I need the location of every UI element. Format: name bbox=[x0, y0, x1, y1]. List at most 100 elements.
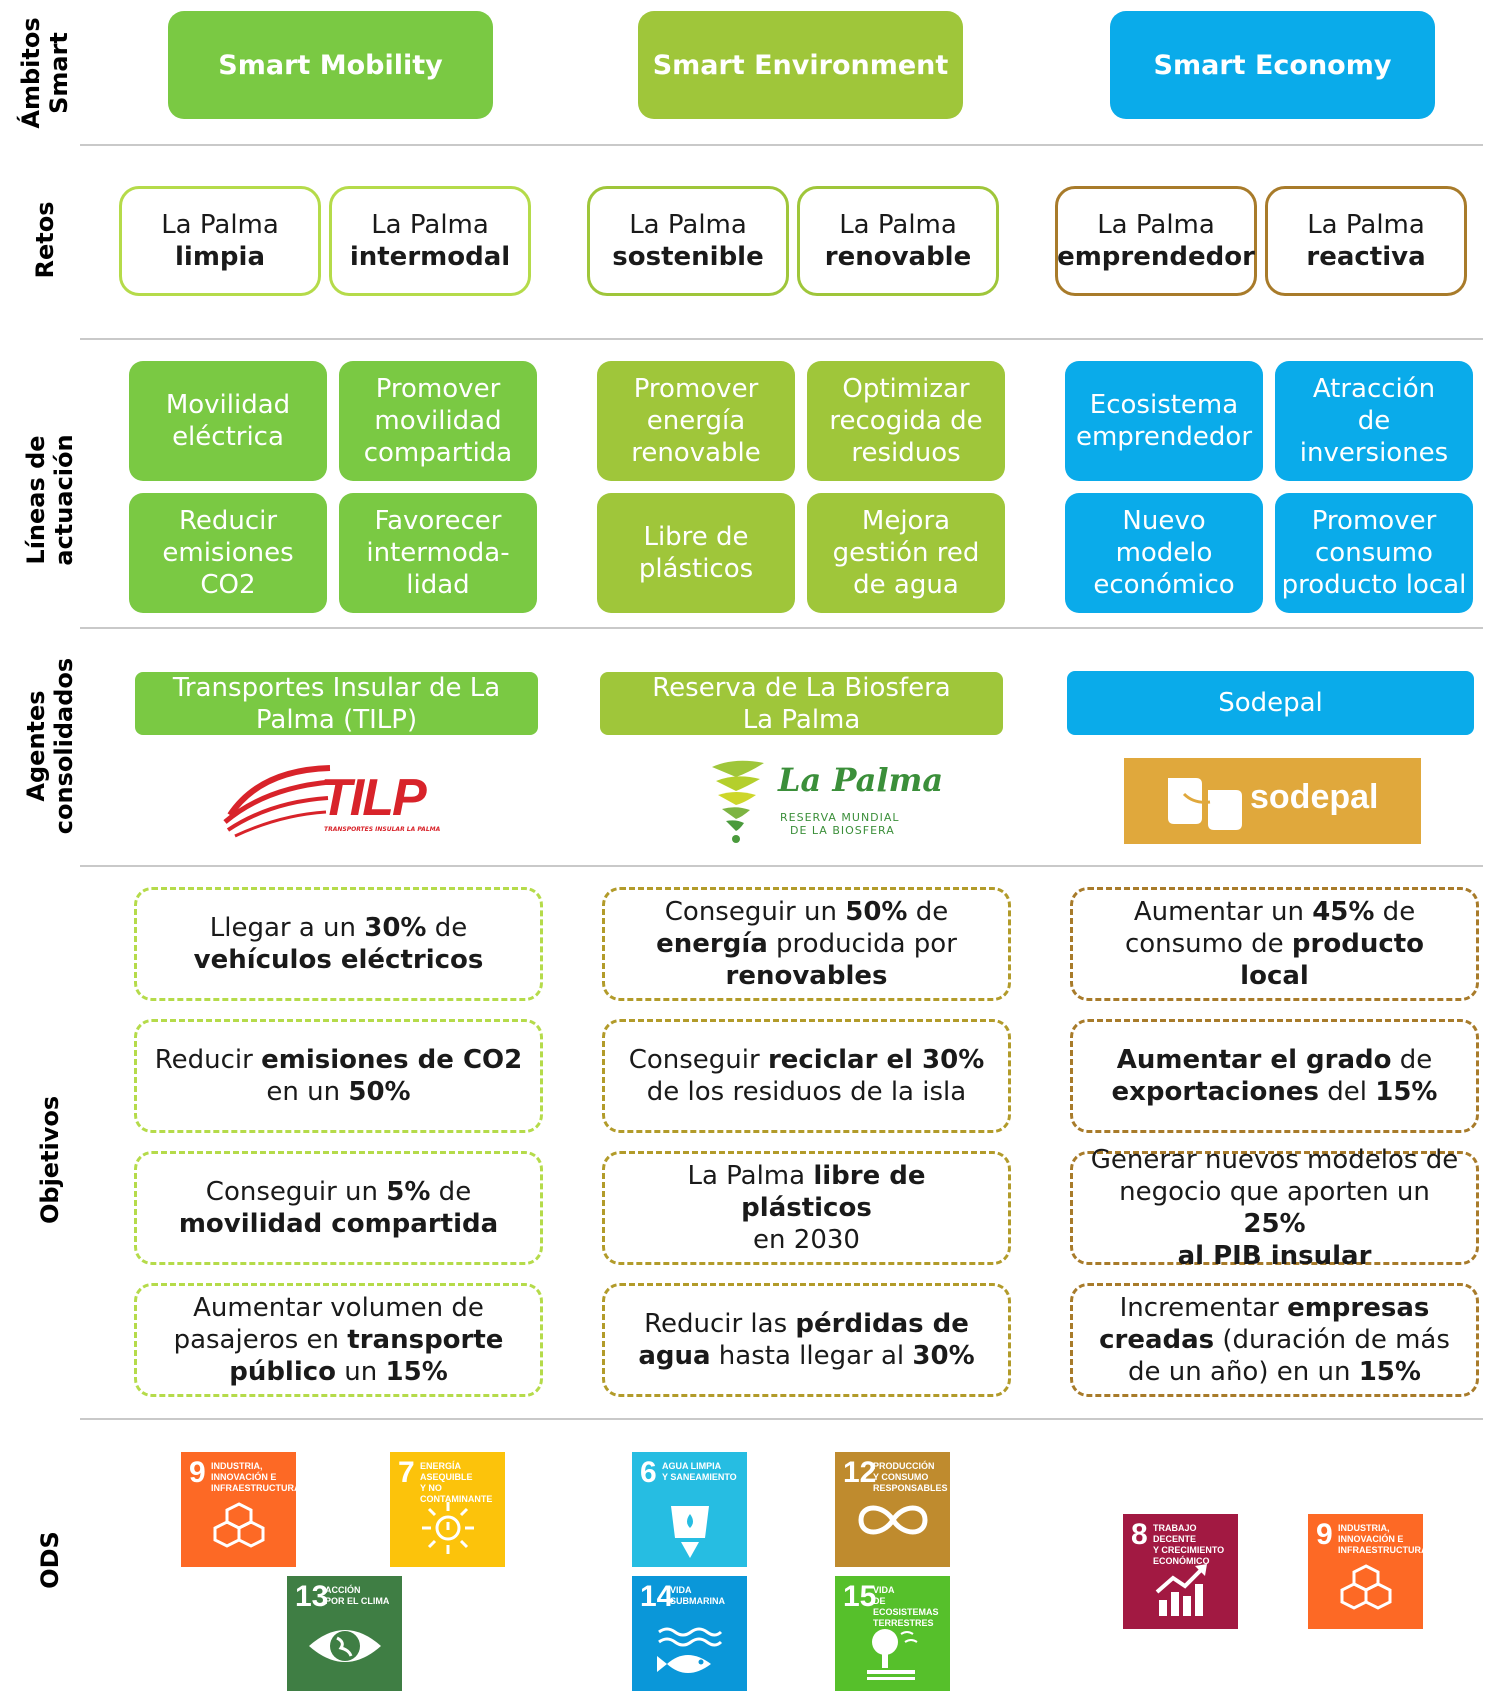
objetivo-text: consumo de bbox=[1124, 929, 1292, 959]
objetivo-line: creadas (duración de más bbox=[1099, 1324, 1450, 1356]
objetivo-text: Reducir bbox=[154, 1045, 262, 1075]
row-label-agentes: Agentes consolidados bbox=[22, 651, 78, 841]
objetivo-line: negocio que aporten un 25% bbox=[1087, 1176, 1462, 1240]
objetivo-line: de los residuos de la isla bbox=[629, 1076, 985, 1108]
row-label-ods-text: ODS bbox=[36, 1531, 64, 1589]
linea-actuacion-text: Movilidad bbox=[165, 390, 291, 420]
ods-label-line: INFRAESTRUCTURA bbox=[211, 1483, 301, 1493]
objetivo-text: 15% bbox=[1375, 1077, 1438, 1107]
reto-top-text: La Palma bbox=[1307, 210, 1425, 240]
fish-icon bbox=[632, 1624, 747, 1680]
ods-label-line: Y CONSUMO bbox=[873, 1472, 929, 1482]
row-label-ambitos-line2: Smart bbox=[45, 32, 73, 114]
objetivo-text: Reducir las bbox=[644, 1309, 796, 1339]
ods-label-line: SUBMARINA bbox=[670, 1596, 725, 1606]
linea-actuacion-text: CO2 bbox=[200, 570, 256, 600]
objetivo-text: 25% bbox=[1243, 1209, 1306, 1239]
row-label-agentes-line1: Agentes bbox=[22, 690, 50, 802]
objetivo-line: en un 50% bbox=[155, 1076, 523, 1108]
agente-sodepal: Sodepal bbox=[1067, 671, 1474, 735]
objetivo-text: producida por bbox=[767, 929, 957, 959]
objetivo-line: Conseguir reciclar el 30% bbox=[629, 1044, 985, 1076]
objetivo-text: pérdidas de bbox=[795, 1309, 969, 1339]
objetivo-text: de bbox=[426, 913, 468, 943]
objetivo-text: empresas bbox=[1287, 1293, 1430, 1323]
ods-number: 9 bbox=[189, 1456, 206, 1489]
linea-actuacion-text: gestión red bbox=[832, 538, 980, 568]
objetivo-text: de los residuos de la isla bbox=[646, 1077, 967, 1107]
objetivo-line: Conseguir un 5% de bbox=[179, 1176, 498, 1208]
ods-label-line: DE ECOSISTEMAS bbox=[873, 1596, 939, 1617]
objetivo-text: producto local bbox=[1240, 929, 1425, 991]
reto-bold-text: limpia bbox=[175, 242, 265, 272]
linea-actuacion-text: económico bbox=[1093, 570, 1235, 600]
objetivo-text: Aumentar un bbox=[1133, 897, 1313, 927]
reto-top-text: La Palma bbox=[1097, 210, 1215, 240]
objetivo-text: Incrementar bbox=[1119, 1293, 1288, 1323]
objetivo-line: Incrementar empresas bbox=[1099, 1292, 1450, 1324]
ods-number: 8 bbox=[1131, 1518, 1148, 1551]
separator bbox=[80, 865, 1483, 867]
linea-actuacion-text: renovable bbox=[631, 438, 761, 468]
separator bbox=[80, 338, 1483, 340]
separator bbox=[80, 144, 1483, 146]
objetivo-line: al PIB insular bbox=[1087, 1240, 1462, 1272]
objetivo-text: al PIB insular bbox=[1177, 1241, 1372, 1271]
linea-actuacion-text: inversiones bbox=[1299, 438, 1449, 468]
linea-actuacion-text: Promover bbox=[1311, 506, 1437, 536]
separator bbox=[80, 1418, 1483, 1420]
linea-actuacion-text: Promover bbox=[633, 374, 759, 404]
ods-label-line: INNOVACIÓN E bbox=[1338, 1534, 1404, 1544]
agente-line: Sodepal bbox=[1218, 688, 1323, 718]
objetivo-text: La Palma bbox=[687, 1161, 814, 1191]
objetivo-text: Aumentar el grado bbox=[1116, 1045, 1392, 1075]
objetivo-line: Generar nuevos modelos de bbox=[1087, 1144, 1462, 1176]
ods-number: 13 bbox=[295, 1580, 329, 1613]
linea-actuacion-text: Atracción bbox=[1312, 374, 1436, 404]
objetivo-text: movilidad compartida bbox=[178, 1209, 499, 1239]
reto-top-text: La Palma bbox=[161, 210, 279, 240]
objetivo-text: de bbox=[907, 897, 949, 927]
linea-actuacion-text: consumo bbox=[1315, 538, 1433, 568]
objetivo-text: en 2030 bbox=[753, 1225, 860, 1255]
ods-label-line: RESPONSABLES bbox=[873, 1483, 948, 1493]
linea-actuacion-text: intermoda- bbox=[366, 538, 510, 568]
objetivo-text: Llegar a un bbox=[209, 913, 365, 943]
row-label-retos: Retos bbox=[31, 190, 59, 290]
linea-actuacion-text: eléctrica bbox=[172, 422, 284, 452]
objetivo-text: 50% bbox=[845, 897, 908, 927]
linea-actuacion-text: Libre de bbox=[643, 522, 749, 552]
row-label-objetivos-text: Objetivos bbox=[36, 1095, 64, 1224]
objetivo-line: exportaciones del 15% bbox=[1112, 1076, 1438, 1108]
linea-actuacion-text: energía bbox=[646, 406, 746, 436]
linea-actuacion-text: plásticos bbox=[638, 554, 754, 584]
ods-label-line: POR EL CLIMA bbox=[325, 1596, 390, 1606]
ods-label-line: ENERGÍA ASEQUIBLE bbox=[420, 1461, 473, 1482]
ods-number: 14 bbox=[640, 1580, 674, 1613]
objetivo-text: creadas bbox=[1099, 1325, 1215, 1355]
objetivo-text: emisiones de CO2 bbox=[261, 1045, 523, 1075]
objetivo-text: Generar nuevos modelos de bbox=[1090, 1145, 1459, 1175]
